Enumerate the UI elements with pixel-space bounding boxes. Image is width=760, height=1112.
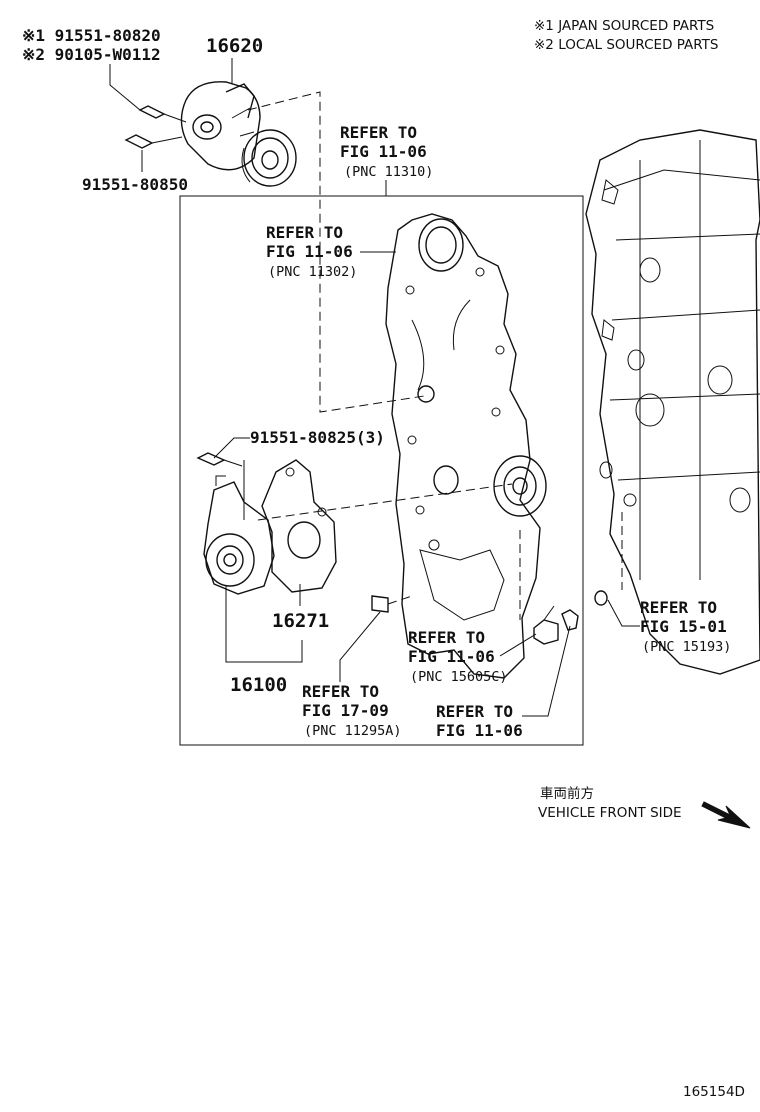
ref-11302-line2: FIG 11-06 bbox=[266, 242, 353, 261]
callout-gasket[interactable]: 16271 bbox=[272, 610, 329, 632]
figure-id: 165154D bbox=[683, 1084, 745, 1100]
vehicle-front-arrow-icon bbox=[701, 801, 751, 829]
callout-bolt-80850[interactable]: 91551-80850 bbox=[82, 175, 188, 194]
ref-15605c-line2: FIG 11-06 bbox=[408, 647, 495, 666]
callout-bolt-80825[interactable]: 91551-80825(3) bbox=[250, 428, 385, 447]
vehicle-front-label-en: VEHICLE FRONT SIDE bbox=[538, 805, 682, 821]
ref-1106b-line2: FIG 11-06 bbox=[436, 721, 523, 740]
ref-11302-pnc[interactable]: (PNC 11302) bbox=[268, 264, 357, 280]
bolt-80825-leader bbox=[213, 437, 250, 459]
timing-chain-cover-drawing bbox=[385, 213, 547, 679]
ref-15193-pnc[interactable]: (PNC 15193) bbox=[642, 639, 731, 655]
water-pump-gasket-drawing bbox=[261, 459, 337, 593]
ref-15605c-line1: REFER TO bbox=[408, 628, 485, 647]
ref-15193-line1: REFER TO bbox=[640, 598, 717, 617]
ref-11295a-line2: FIG 17-09 bbox=[302, 701, 389, 720]
ref-1106b-line1: REFER TO bbox=[436, 702, 513, 721]
ref-11295a-pnc[interactable]: (PNC 11295A) bbox=[304, 723, 402, 739]
ref-11302-line1: REFER TO bbox=[266, 223, 343, 242]
legend-local-sourced: ※2 LOCAL SOURCED PARTS bbox=[534, 37, 719, 53]
ref-11295a-line1: REFER TO bbox=[302, 682, 379, 701]
callout-bolt-japan[interactable]: ※1 91551-80820 bbox=[22, 26, 161, 45]
legend-japan-sourced: ※1 JAPAN SOURCED PARTS bbox=[534, 18, 714, 34]
small-seal-drawing bbox=[371, 595, 389, 613]
ref-15193-line2: FIG 15-01 bbox=[640, 617, 727, 636]
ref-1106b-leader bbox=[522, 625, 571, 717]
callout-tensioner[interactable]: 16620 bbox=[206, 35, 263, 57]
projection-lines bbox=[247, 91, 623, 620]
bolt-80825-drawing bbox=[196, 452, 243, 467]
sensor-drawing bbox=[533, 605, 579, 645]
belt-tensioner-drawing bbox=[124, 81, 297, 187]
ref-15605c-pnc[interactable]: (PNC 15605C) bbox=[410, 669, 508, 685]
ref-11310-line1: REFER TO bbox=[340, 123, 417, 142]
ref-11295a-leader bbox=[339, 611, 381, 682]
vehicle-front-label-jp: 車両前方 bbox=[540, 785, 594, 802]
water-pump-bracket bbox=[225, 586, 303, 663]
o-ring-drawing bbox=[594, 590, 608, 606]
subassembly-frame bbox=[179, 195, 584, 746]
engine-block-drawing bbox=[585, 129, 760, 675]
ref-15605c-leader bbox=[499, 633, 537, 657]
ref-11310-pnc[interactable]: (PNC 11310) bbox=[344, 164, 433, 180]
ref-11310-line2: FIG 11-06 bbox=[340, 142, 427, 161]
ref-15193-leader bbox=[607, 599, 640, 627]
callout-water-pump[interactable]: 16100 bbox=[230, 674, 287, 696]
callout-bolt-local[interactable]: ※2 90105-W0112 bbox=[22, 45, 161, 64]
small-seal-dash bbox=[387, 595, 413, 605]
leader-lines-top bbox=[109, 58, 233, 172]
water-pump-drawing bbox=[203, 460, 275, 595]
